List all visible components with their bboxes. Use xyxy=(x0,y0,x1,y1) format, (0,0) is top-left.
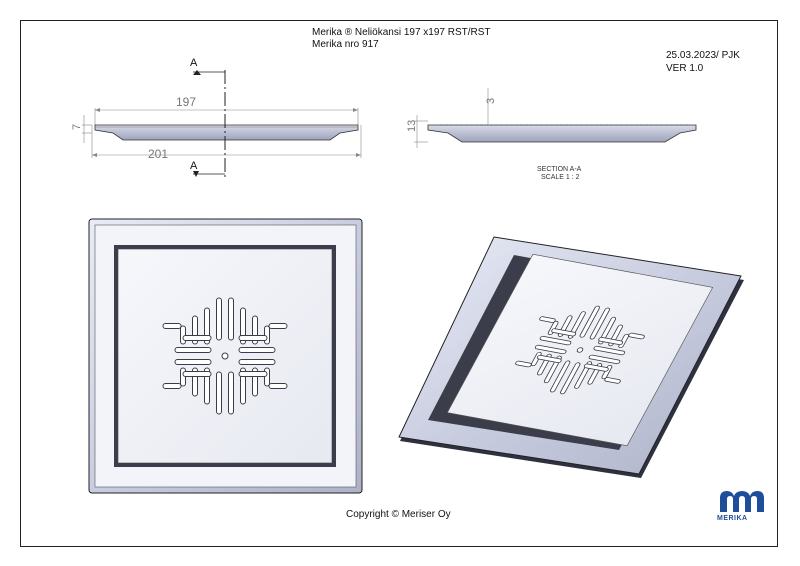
product-title: Merika ® Neliökansi 197 x197 RST/RST xyxy=(312,27,491,38)
grate-slot xyxy=(182,371,212,377)
grate-slot xyxy=(174,347,212,353)
copyright-text: Copyright © Meriser Oy xyxy=(346,509,451,520)
section-scale: SCALE 1 : 2 xyxy=(541,174,580,181)
grate-slot xyxy=(264,367,270,387)
grate-slot xyxy=(588,354,621,365)
grate-slot xyxy=(536,354,562,364)
grate-center-hole xyxy=(576,347,584,353)
grate-slots xyxy=(162,297,288,415)
title-block: Merika ® Neliökansi 197 x197 RST/RST Mer… xyxy=(312,27,491,51)
section-label: SECTION A-A xyxy=(537,166,582,173)
grate-slot xyxy=(216,371,222,415)
product-number: Merika nro 917 xyxy=(312,39,379,50)
grate-slot xyxy=(549,360,571,393)
revision-date: 25.03.2023/ PJK xyxy=(666,50,740,61)
grate-slot xyxy=(593,345,626,356)
grate-slot xyxy=(228,297,234,341)
grate-slot xyxy=(228,371,234,415)
grate-slot xyxy=(539,316,556,323)
grate-slot xyxy=(182,335,212,341)
grate-slot xyxy=(601,364,613,380)
grate-slot xyxy=(238,347,276,353)
dim-width-top: 197 xyxy=(176,95,196,109)
dim-section-height: 13 xyxy=(406,120,418,132)
section-view: 13 3 SECTION A-A SCALE 1 : 2 xyxy=(406,88,697,181)
grate-slot xyxy=(162,383,182,389)
grate-slot xyxy=(534,344,567,355)
grate-slot xyxy=(604,377,621,384)
grate-slot xyxy=(216,297,222,341)
grate-slot xyxy=(264,325,270,345)
grate-slot xyxy=(180,325,186,345)
grate-slot xyxy=(539,335,572,346)
grate-slot xyxy=(162,323,182,329)
merika-logo-icon xyxy=(720,491,764,512)
grate-slot xyxy=(238,359,276,365)
top-view xyxy=(88,218,363,494)
grate-slot xyxy=(268,383,288,389)
grate-slot xyxy=(583,363,609,372)
isometric-view xyxy=(398,236,744,478)
isometric-grate-slots xyxy=(515,305,645,395)
grate-slot xyxy=(579,305,600,338)
grate-slot xyxy=(174,359,212,365)
section-marker-top: A xyxy=(190,57,198,69)
logo-wordmark: MERIKA xyxy=(717,515,748,522)
grate-center-hole xyxy=(221,352,229,360)
grate-slot xyxy=(551,328,577,337)
dim-height-left: 7 xyxy=(71,124,83,130)
grate-slot xyxy=(515,360,532,368)
grate-slot xyxy=(180,367,186,387)
dim-width-bottom: 201 xyxy=(148,147,168,161)
revision-block: 25.03.2023/ PJK VER 1.0 xyxy=(666,49,740,75)
grate-slot xyxy=(238,335,268,341)
dim-section-depth: 3 xyxy=(485,98,497,104)
section-marker-bottom: A xyxy=(190,160,198,172)
revision-version: VER 1.0 xyxy=(666,63,704,74)
side-view: 197 201 7 A A xyxy=(71,57,362,178)
grate-slot xyxy=(589,307,611,340)
grate-slot xyxy=(628,332,645,340)
drawing-frame xyxy=(20,20,778,547)
grate-slot xyxy=(598,336,624,346)
grate-slot xyxy=(268,323,288,329)
grate-slot xyxy=(560,362,581,395)
grate-slot xyxy=(238,371,268,377)
